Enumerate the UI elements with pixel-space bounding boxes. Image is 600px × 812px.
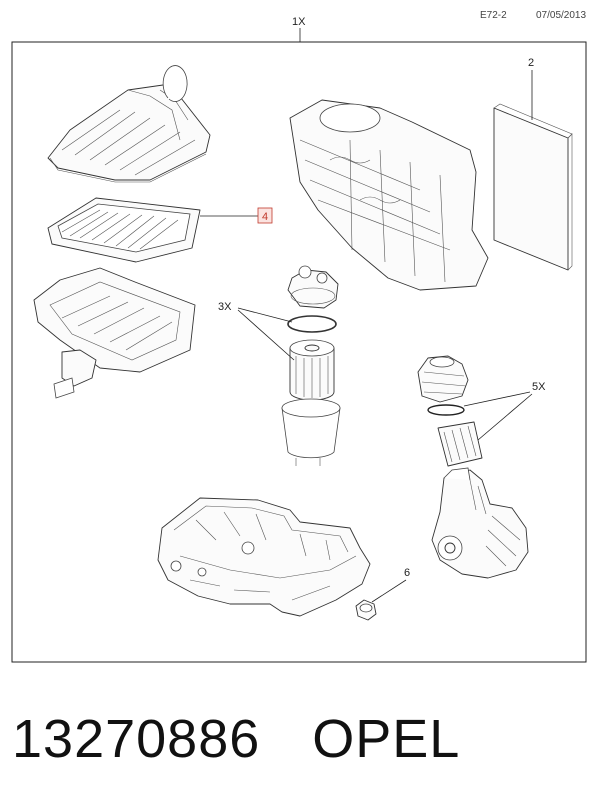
manifold-housing bbox=[289, 99, 489, 291]
cabin-filter bbox=[493, 103, 573, 271]
oil-filter-housing bbox=[431, 467, 529, 579]
part-number: 13270886 bbox=[12, 709, 261, 769]
brand-name: OPEL bbox=[312, 709, 461, 769]
callout-fuel-filter-qty: 3X bbox=[218, 301, 232, 313]
callout-oil-filter-qty: 5X bbox=[532, 381, 546, 393]
callout-drain-plug: 6 bbox=[404, 567, 410, 579]
fuel-filter-bowl bbox=[281, 398, 341, 466]
air-filter-element bbox=[47, 197, 201, 263]
diagram-ref: E72-2 bbox=[480, 10, 507, 21]
caption: 13270886 OPEL bbox=[12, 708, 460, 770]
fuel-filter-o-ring bbox=[287, 315, 337, 333]
callout-cabin-filter: 2 bbox=[528, 57, 534, 69]
callout-air-filter: 4 bbox=[262, 211, 268, 223]
callout-6-leader bbox=[371, 579, 407, 603]
oil-filter-o-ring bbox=[427, 404, 465, 416]
oil-filter-element bbox=[437, 421, 483, 467]
parts-diagram: 1X 4 2 bbox=[11, 16, 587, 663]
air-box-cover bbox=[47, 65, 211, 183]
diagram-date: 07/05/2013 bbox=[536, 10, 587, 21]
air-box-housing bbox=[33, 267, 196, 399]
diagram-frame bbox=[11, 41, 587, 663]
callout-5x-leader-a bbox=[463, 391, 531, 407]
drain-plug bbox=[355, 599, 377, 621]
fuel-filter-element bbox=[289, 339, 335, 401]
oil-filter-cap bbox=[417, 355, 469, 403]
callout-4-box bbox=[257, 207, 273, 224]
oil-pan bbox=[157, 497, 371, 617]
fuel-filter-cap bbox=[287, 265, 339, 309]
callout-3x-leader-a bbox=[237, 307, 293, 323]
callout-kit: 1X bbox=[292, 16, 306, 28]
callout-5x-leader-b bbox=[477, 393, 533, 441]
callout-3x-leader-b bbox=[237, 309, 295, 361]
